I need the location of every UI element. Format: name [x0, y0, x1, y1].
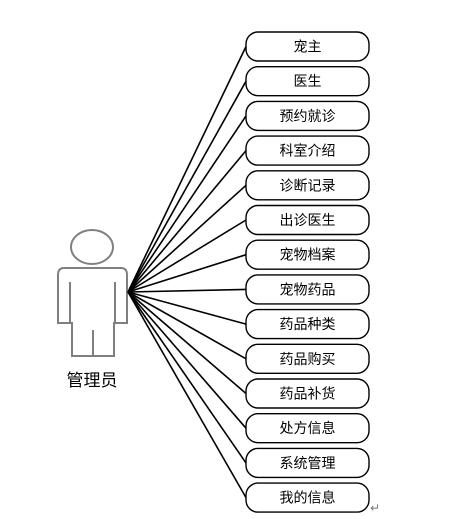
association-line	[127, 291, 247, 395]
use-case-label: 宠物档案	[280, 247, 336, 264]
use-case-box	[245, 447, 370, 479]
use-case-node: 科室介绍	[245, 135, 370, 166]
use-case-node: 药品购买	[245, 343, 370, 374]
use-case-label: 药品种类	[280, 317, 336, 333]
association-line	[127, 288, 247, 293]
use-case-box	[245, 65, 370, 97]
use-case-box	[245, 170, 370, 201]
association-line	[127, 184, 247, 293]
use-case-label: 处方信息	[280, 420, 336, 437]
association-line	[127, 219, 247, 293]
use-case-box	[245, 204, 370, 236]
association-lines	[127, 46, 247, 498]
use-case-label: 宠物药品	[280, 282, 336, 298]
association-line	[127, 253, 247, 293]
use-case-box	[245, 100, 370, 132]
use-case-label: 诊断记录	[280, 178, 336, 194]
use-case-box	[245, 413, 370, 444]
actor-label: 管理员	[66, 371, 118, 391]
use-case-nodes: 宠主医生预约就诊科室介绍诊断记录出诊医生宠物档案宠物药品药品种类药品购买药品补货…	[245, 31, 370, 513]
use-case-box	[245, 31, 370, 62]
association-line	[127, 291, 247, 325]
use-case-label: 宠主	[294, 40, 322, 56]
use-case-node: 药品补货	[245, 378, 370, 409]
use-case-node: 宠主	[245, 31, 370, 62]
use-case-label: 药品补货	[280, 386, 336, 403]
association-line	[127, 291, 247, 360]
use-case-node: 宠物药品	[245, 274, 370, 305]
use-case-label: 预约就诊	[280, 109, 336, 125]
use-case-label: 药品购买	[280, 352, 336, 368]
paragraph-return-mark: ↵	[370, 501, 381, 515]
association-line	[127, 150, 247, 293]
use-case-box	[245, 239, 370, 270]
use-case-box	[245, 135, 370, 166]
use-case-node: 诊断记录	[245, 170, 370, 201]
association-line	[127, 46, 247, 293]
association-line	[127, 291, 247, 498]
use-case-box	[245, 343, 370, 374]
use-case-box	[245, 274, 370, 305]
use-case-node: 药品种类	[245, 308, 370, 340]
use-case-label: 我的信息	[280, 490, 336, 507]
use-case-node: 医生	[245, 65, 370, 97]
use-case-node: 出诊医生	[245, 204, 370, 236]
use-case-label: 科室介绍	[280, 143, 336, 160]
association-line	[127, 291, 247, 429]
use-case-label: 医生	[294, 74, 322, 90]
association-line	[127, 115, 247, 293]
use-case-box	[245, 482, 370, 513]
actor-body	[57, 267, 128, 357]
use-case-label: 系统管理	[280, 456, 336, 472]
use-case-node: 预约就诊	[245, 100, 370, 132]
association-line	[127, 80, 247, 293]
use-case-node: 处方信息	[245, 413, 370, 444]
use-case-label: 出诊医生	[280, 213, 336, 229]
association-line	[127, 291, 247, 464]
use-case-node: 我的信息	[245, 482, 370, 513]
actor-figure	[57, 229, 128, 357]
actor-head	[70, 229, 114, 265]
use-case-node: 系统管理	[245, 447, 370, 479]
use-case-box	[245, 378, 370, 409]
use-case-box	[245, 308, 370, 340]
use-case-node: 宠物档案	[245, 239, 370, 270]
